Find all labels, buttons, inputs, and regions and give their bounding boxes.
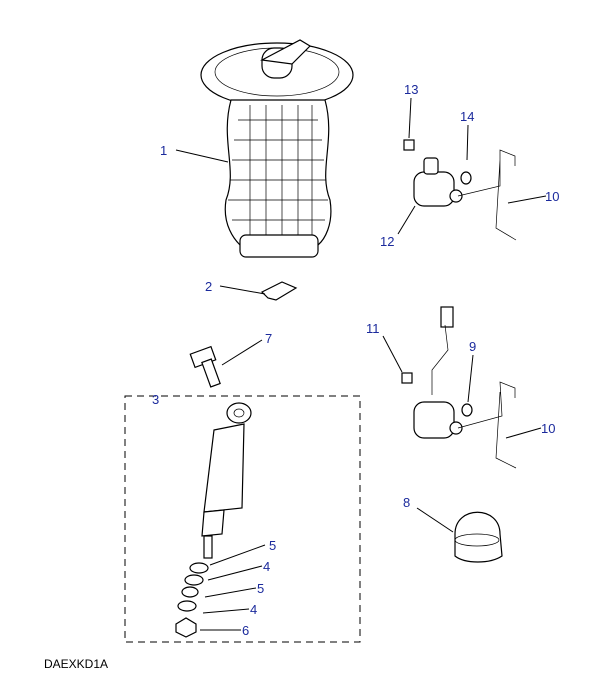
air-spring-part[interactable] (200, 39, 354, 258)
callout-3: 3 (152, 392, 159, 407)
callout-11: 11 (366, 321, 380, 336)
bolt-part[interactable] (189, 345, 221, 388)
callout-8: 8 (403, 495, 410, 510)
callout-12: 12 (380, 234, 394, 249)
washers-and-nut[interactable] (175, 562, 209, 638)
callout-4-upper: 4 (263, 559, 270, 574)
clip-part[interactable] (260, 281, 298, 301)
height-sensor-upper[interactable] (403, 139, 517, 241)
bump-stop-part[interactable] (454, 511, 503, 563)
callout-13: 13 (404, 82, 418, 97)
callout-6: 6 (242, 623, 249, 638)
callout-5-upper: 5 (269, 538, 276, 553)
diagram-reference-code: DAEXKD1A (44, 657, 109, 671)
damper-part[interactable] (201, 402, 252, 559)
callout-5-lower: 5 (257, 581, 264, 596)
callout-10-lower: 10 (541, 421, 555, 436)
callout-7: 7 (265, 331, 272, 346)
callout-4-lower: 4 (250, 602, 257, 617)
callout-10-upper: 10 (545, 189, 559, 204)
height-sensor-lower[interactable] (401, 306, 517, 469)
callout-1: 1 (160, 143, 167, 158)
callout-9: 9 (469, 339, 476, 354)
callout-14: 14 (460, 109, 474, 124)
callout-2: 2 (205, 279, 212, 294)
leader-lines (175, 97, 547, 631)
